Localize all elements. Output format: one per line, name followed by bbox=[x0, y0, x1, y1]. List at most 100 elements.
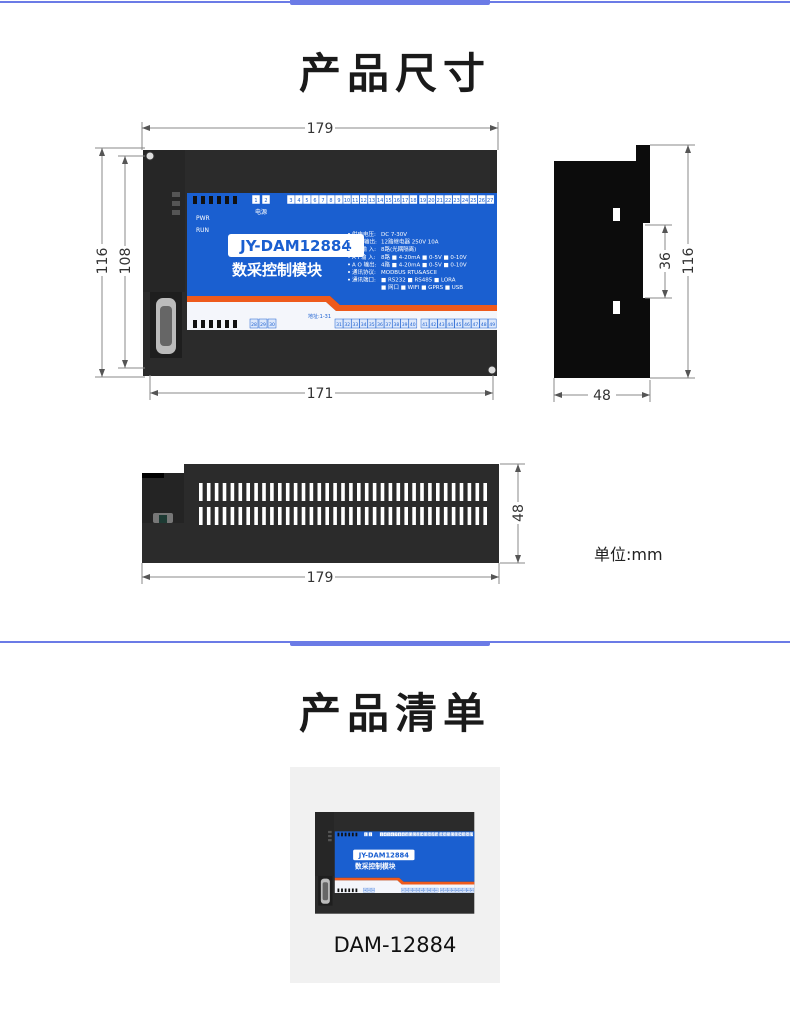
vent-slot bbox=[301, 483, 306, 501]
dim-bottom-depth: 48 bbox=[511, 504, 527, 522]
vent-slot bbox=[246, 507, 250, 525]
vent-slot bbox=[238, 507, 243, 525]
vent-slot bbox=[293, 507, 298, 525]
vent-slot bbox=[309, 483, 314, 501]
module-model: JY-DAM12884 bbox=[239, 237, 352, 255]
spec-value: 8路(光耦隔离) bbox=[381, 245, 416, 253]
dim-front-width: 179 bbox=[307, 121, 334, 137]
unit-label: 单位:mm bbox=[594, 545, 663, 564]
vent-slot bbox=[396, 483, 401, 501]
vent-slot bbox=[285, 483, 290, 501]
vent-slot bbox=[357, 483, 361, 501]
vent-slot bbox=[301, 507, 306, 525]
spec-value: 8路 ■ 4-20mA ■ 0-5V ■ 0-10V bbox=[381, 253, 467, 261]
product-item-label: DAM-12884 bbox=[333, 933, 457, 957]
vent-slot bbox=[341, 507, 345, 525]
vent-slot bbox=[325, 507, 329, 525]
dim-front-height: 116 bbox=[95, 248, 111, 275]
spec-value: 4路 ■ 4-20mA ■ 0-5V ■ 0-10V bbox=[381, 260, 467, 268]
vent-slot bbox=[262, 483, 266, 501]
vent-slot bbox=[317, 483, 322, 501]
vent-slot bbox=[404, 483, 408, 501]
vent-slot bbox=[443, 483, 448, 501]
vent-slot bbox=[443, 507, 448, 525]
vent-slot bbox=[214, 507, 219, 525]
vent-slot bbox=[475, 483, 480, 501]
vent-slot bbox=[396, 507, 401, 525]
vent-slot bbox=[428, 507, 432, 525]
spec-key: D I 输 入: bbox=[352, 245, 376, 253]
vent-slot bbox=[388, 507, 393, 525]
vent-slot bbox=[349, 507, 353, 525]
vent-slot bbox=[380, 507, 385, 525]
vent-slot bbox=[364, 483, 369, 501]
spec-key: A O 输出: bbox=[352, 260, 377, 268]
vent-slot bbox=[459, 507, 464, 525]
vent-slot bbox=[199, 483, 203, 501]
spec-key: 供电电压: bbox=[352, 230, 376, 238]
vent-slot bbox=[483, 483, 487, 501]
vent-slot bbox=[364, 507, 369, 525]
vent-slot bbox=[270, 483, 274, 501]
vent-slot bbox=[214, 483, 219, 501]
vent-slot bbox=[475, 507, 480, 525]
vent-slot bbox=[420, 483, 424, 501]
vent-slot bbox=[278, 507, 282, 525]
spec-bullet bbox=[348, 271, 350, 273]
vent-slot bbox=[428, 483, 432, 501]
vent-slot bbox=[254, 483, 258, 501]
vent-slot bbox=[483, 507, 487, 525]
vent-slot bbox=[412, 507, 416, 525]
spec-bullet bbox=[348, 240, 350, 243]
spec-key: D O 输出: bbox=[352, 238, 377, 246]
spec-key: A I 输 入: bbox=[352, 253, 376, 261]
vent-slot bbox=[199, 507, 203, 525]
vent-slot bbox=[467, 507, 472, 525]
vent-slot bbox=[436, 507, 440, 525]
vent-slot bbox=[380, 483, 385, 501]
dimensions-title: 产品尺寸 bbox=[298, 49, 491, 98]
spec-bullet bbox=[348, 255, 350, 258]
vent-slot bbox=[317, 507, 322, 525]
product-card: JY-DAM12884 数采控制模块 DAM-12884 bbox=[290, 767, 500, 983]
vent-slot bbox=[325, 483, 329, 501]
vent-slot bbox=[333, 483, 337, 501]
dim-bottom-width: 179 bbox=[307, 570, 334, 586]
spec-bullet bbox=[348, 278, 350, 281]
vent-slot bbox=[254, 507, 258, 525]
bottom-view bbox=[142, 464, 499, 563]
spec-bullet bbox=[348, 233, 350, 235]
list-title: 产品清单 bbox=[298, 689, 491, 738]
vent-slot bbox=[270, 507, 274, 525]
vent-slot bbox=[459, 483, 464, 501]
dim-side-rail: 36 bbox=[658, 252, 674, 270]
vent-slot bbox=[341, 483, 345, 501]
vent-slot bbox=[372, 507, 377, 525]
spec-value: 12路继电器 250V 10A bbox=[381, 238, 439, 246]
vent-slot bbox=[349, 483, 353, 501]
side-view bbox=[554, 145, 650, 378]
vent-slot bbox=[333, 507, 337, 525]
vent-slot bbox=[412, 483, 416, 501]
vent-slot bbox=[357, 507, 361, 525]
dim-side-depth: 48 bbox=[593, 388, 611, 404]
dim-side-height: 116 bbox=[681, 248, 697, 275]
thumbnail-model: JY-DAM12884 bbox=[358, 851, 410, 859]
dim-front-mount-width: 171 bbox=[307, 386, 334, 402]
vent-slot bbox=[238, 483, 243, 501]
spec-value: ■ 网口 ■ WIFI ■ GPRS ■ USB bbox=[381, 284, 463, 291]
vent-slot bbox=[222, 507, 227, 525]
vent-slot bbox=[467, 483, 472, 501]
vent-slot bbox=[293, 483, 298, 501]
vent-slot bbox=[372, 483, 377, 501]
thumbnail-name: 数采控制模块 bbox=[355, 861, 396, 870]
vent-slot bbox=[309, 507, 314, 525]
address-label: 地址:1-31 bbox=[308, 313, 331, 320]
power-label: 电源 bbox=[255, 208, 267, 216]
vent-slot bbox=[278, 483, 282, 501]
vent-slot bbox=[206, 507, 211, 525]
dim-front-mount-height: 108 bbox=[118, 248, 134, 275]
vent-slot bbox=[388, 483, 393, 501]
product-thumbnail: JY-DAM12884 数采控制模块 bbox=[314, 811, 475, 914]
